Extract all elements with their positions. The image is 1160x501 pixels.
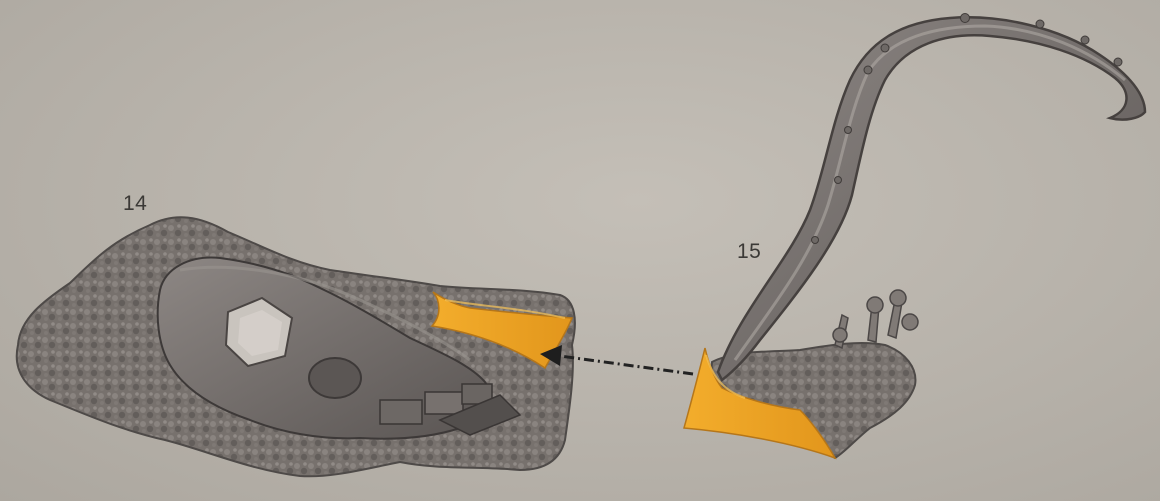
skull-nasal bbox=[309, 358, 361, 398]
step-number-14: 14 bbox=[123, 192, 147, 216]
skull-terrain-base bbox=[17, 217, 575, 476]
tentacle-shaft bbox=[718, 17, 1145, 380]
fungus-growths bbox=[833, 290, 918, 348]
step-number-15: 15 bbox=[737, 240, 761, 264]
tentacle-terrain-piece bbox=[684, 14, 1145, 459]
